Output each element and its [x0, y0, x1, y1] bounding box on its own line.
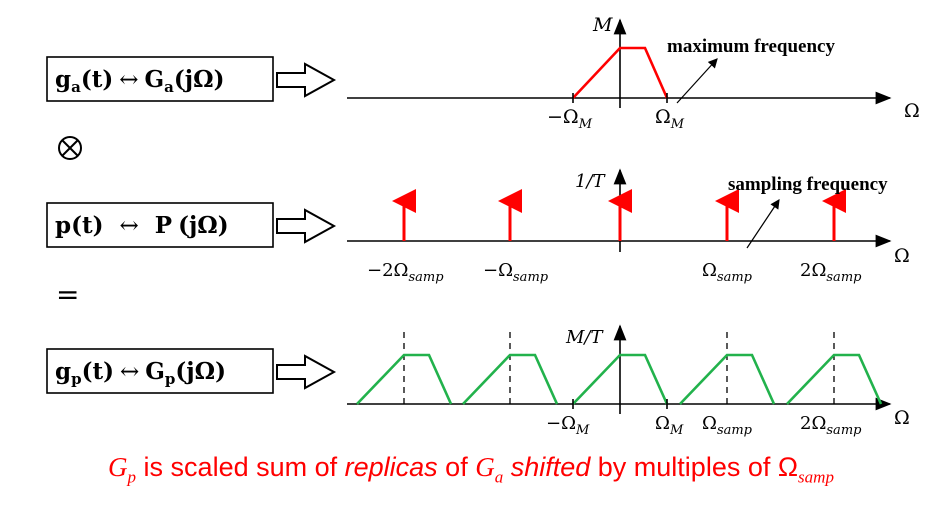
row3-pair-box: [46, 348, 274, 394]
row3-tick-label-posM: ΩM: [655, 413, 684, 438]
caption-space: [503, 452, 511, 482]
row1-spectrum-Ga: [572, 46, 669, 99]
caption: Gp is scaled sum of replicas of Ga shift…: [0, 452, 942, 487]
row2-tick-label-pos1: Ωsamp: [702, 260, 753, 285]
row3-sampled-spectrum-plot: M/T −ΩM ΩM Ωsamp 2Ωsamp Ω: [347, 324, 910, 438]
row2-pair-text: p(t)↔P(jΩ): [55, 212, 229, 239]
caption-text-1: is scaled sum of: [136, 452, 345, 482]
replica-pos1: [679, 353, 776, 405]
row2-y-label: 1/T: [575, 171, 607, 192]
caption-Ga-sub: a: [494, 467, 504, 487]
caption-text-2: of: [437, 452, 476, 482]
caption-shifted: shifted: [510, 452, 591, 482]
row3-implies-arrow: [276, 354, 337, 390]
caption-omega: Ω: [777, 452, 799, 482]
row2-annotation: sampling frequency: [728, 174, 888, 195]
row1-annotation-pointer: [676, 58, 718, 104]
row2-tick-label-pos2: 2Ωsamp: [800, 260, 862, 285]
row1-spectrum-plot: M −ΩM ΩM Ω maximum frequency: [347, 14, 920, 132]
row1-y-label: M: [592, 14, 613, 36]
row1-tick-label-neg: −ΩM: [547, 106, 593, 132]
row3-pair: gp(t)↔Gp(jΩ): [46, 348, 337, 394]
caption-replicas: replicas: [344, 452, 438, 482]
row1-pair-text: ga(t)↔Ga(jΩ): [55, 66, 224, 96]
equals-operator: =: [56, 278, 79, 311]
replica-pos2: [786, 353, 883, 405]
row1-pair: ga(t)↔Ga(jΩ): [46, 56, 337, 102]
row2-axis-label: Ω: [894, 245, 910, 267]
replica-neg1: [462, 353, 559, 405]
row3-tick-label-negM: −ΩM: [546, 413, 590, 438]
row1-axis-label: Ω: [904, 100, 920, 122]
row3-tick-label-samp: Ωsamp: [702, 413, 753, 438]
row2-annotation-pointer: [746, 199, 780, 249]
row3-pair-text: gp(t)↔Gp(jΩ): [55, 358, 226, 388]
row1-tick-label-pos: ΩM: [655, 106, 685, 132]
row3-y-label: M/T: [565, 327, 604, 348]
row2-implies-arrow: [276, 208, 337, 244]
row1-implies-arrow: [276, 62, 337, 98]
row3-tick-label-2samp: 2Ωsamp: [800, 413, 862, 438]
row1-pair-box: [46, 56, 274, 102]
row2-impulse-plot: 1/T −2Ωsamp −Ωsamp Ωsamp 2Ωsamp Ω sampli…: [347, 168, 910, 285]
replica-zero: [572, 353, 669, 405]
row2-pair-box: [46, 202, 274, 248]
row1-annotation: maximum frequency: [667, 36, 835, 57]
row2-tick-label-neg2: −2Ωsamp: [367, 260, 444, 285]
convolve-operator: [58, 136, 82, 160]
caption-omega-sub: samp: [798, 467, 834, 487]
row2-tick-label-neg1: −Ωsamp: [483, 260, 549, 285]
row2-pair: p(t)↔P(jΩ): [46, 202, 337, 248]
row3-axis-label: Ω: [894, 407, 910, 429]
replica-neg2: [356, 353, 453, 405]
caption-Gp-sub: p: [127, 467, 137, 487]
caption-Gp: G: [108, 452, 128, 482]
caption-text-3: by multiples of: [590, 452, 778, 482]
caption-Ga: G: [475, 452, 495, 482]
